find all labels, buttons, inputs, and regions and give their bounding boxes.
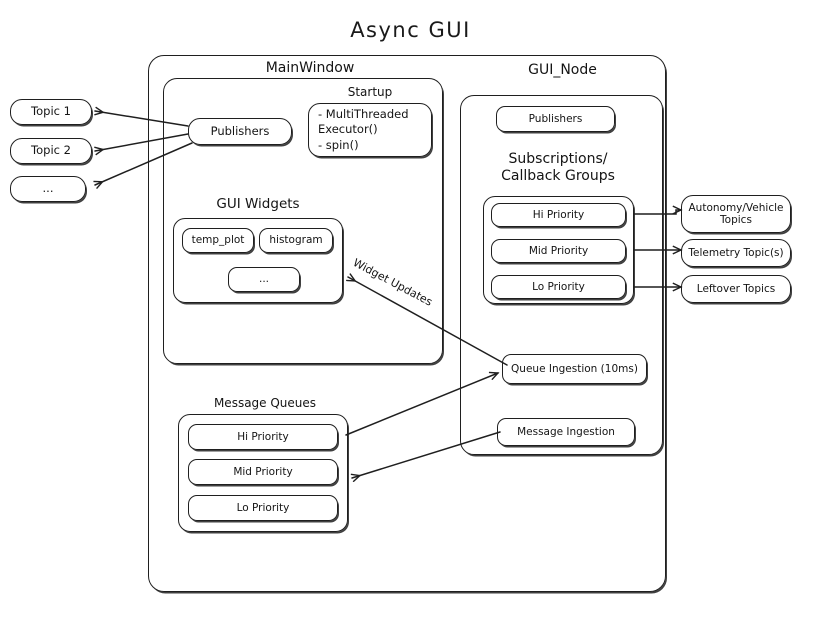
gui-node-publishers-label: Publishers [528, 112, 583, 125]
right-topic-label-3: Leftover Topics [696, 282, 776, 295]
gui-widget-label-more: ... [258, 273, 269, 286]
right-topic-label-1: Autonomy/Vehicle Topics [688, 201, 784, 226]
message-queues-heading: Message Queues [213, 396, 317, 410]
gui-node-container [460, 95, 663, 455]
left-topic-label-2: Topic 2 [31, 143, 71, 158]
mainwindow-publishers-label: Publishers [210, 123, 270, 138]
gui-widget-box-temp-plot[interactable] [182, 228, 254, 253]
left-topic-label-1: Topic 1 [31, 104, 71, 119]
gui-node-publishers-box[interactable] [496, 106, 615, 132]
message-queue-box-hi[interactable] [188, 424, 338, 450]
gui-widget-box-histogram[interactable] [259, 228, 333, 253]
message-queue-label-mid: Mid Priority [233, 465, 293, 478]
left-topic-box-2[interactable] [10, 138, 92, 164]
right-topic-box-3[interactable] [681, 275, 791, 303]
left-topic-box-1[interactable] [10, 99, 92, 125]
gui-widget-box-more[interactable] [228, 267, 300, 292]
startup-box [308, 103, 432, 157]
left-topic-box-3[interactable] [10, 176, 86, 202]
right-topic-box-2[interactable] [681, 239, 791, 267]
mainwindow-heading: MainWindow [265, 60, 355, 76]
left-topic-label-3: ... [42, 181, 54, 196]
subscription-box-mid[interactable] [491, 239, 626, 263]
message-queues-container [178, 414, 348, 532]
subscription-box-hi[interactable] [491, 203, 626, 227]
subscription-label-hi: Hi Priority [532, 208, 585, 221]
subscription-label-lo: Lo Priority [532, 280, 585, 293]
gui-node-heading: GUI_Node [528, 62, 597, 78]
message-ingestion-box[interactable] [497, 418, 635, 446]
message-ingestion-label: Message Ingestion [517, 425, 615, 438]
subscription-label-mid: Mid Priority [528, 244, 589, 257]
message-queue-box-lo[interactable] [188, 495, 338, 521]
message-queue-label-lo: Lo Priority [236, 501, 290, 514]
right-topic-label-2: Telemetry Topic(s) [688, 246, 784, 259]
subscriptions-heading: Subscriptions/ Callback Groups [501, 151, 615, 184]
queue-ingestion-label: Queue Ingestion (10ms) [511, 362, 638, 375]
page-title: Async GUI [350, 18, 471, 42]
gui-widget-label-histogram: histogram [269, 234, 323, 247]
mainwindow-container [163, 78, 443, 364]
message-queue-box-mid[interactable] [188, 459, 338, 485]
right-topic-box-1[interactable] [681, 195, 791, 233]
queue-ingestion-box[interactable] [502, 354, 647, 384]
subscriptions-container [483, 196, 634, 304]
gui-widgets-heading: GUI Widgets [216, 196, 300, 212]
gui-widget-label-temp-plot: temp_plot [191, 234, 245, 247]
gui-widgets-container [173, 218, 343, 303]
mainwindow-publishers-box[interactable] [188, 118, 292, 145]
subscription-box-lo[interactable] [491, 275, 626, 299]
outer-container [148, 55, 666, 592]
message-queue-label-hi: Hi Priority [237, 430, 289, 443]
startup-lines: - MultiThreaded Executor() - spin() [318, 106, 409, 152]
startup-heading: Startup [347, 85, 393, 99]
